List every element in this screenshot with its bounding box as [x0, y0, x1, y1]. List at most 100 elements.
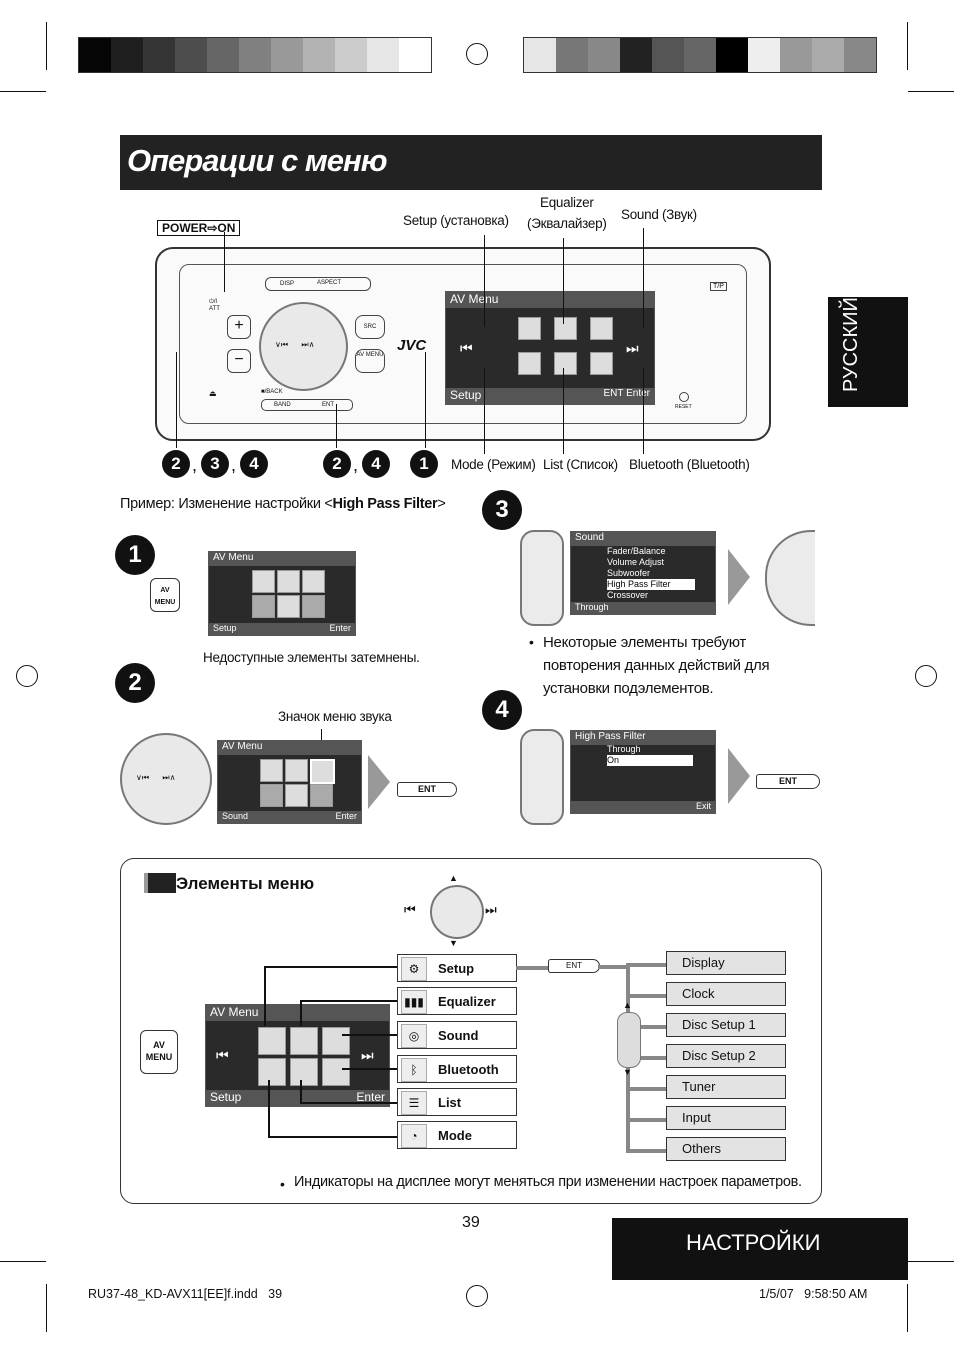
- connector: [626, 963, 668, 967]
- connector: [626, 1087, 668, 1091]
- av-menu-button[interactable]: AV MENU: [150, 578, 180, 612]
- example-prefix: Пример: Изменение настройки <: [120, 496, 333, 512]
- page-title: Операции с меню: [127, 143, 388, 178]
- ent-button[interactable]: ENT: [756, 774, 820, 789]
- reset-label: RESET: [675, 404, 692, 410]
- control-dial[interactable]: ∨⏮ ⏭∧: [120, 733, 212, 825]
- list-icon: [290, 1058, 318, 1086]
- minus-button[interactable]: −: [227, 349, 251, 373]
- menu-item-setup[interactable]: ⚙ Setup: [397, 954, 517, 982]
- menu-item-equalizer[interactable]: ▮▮▮Equalizer: [397, 987, 517, 1015]
- registration-mark-icon: [915, 665, 937, 687]
- att-button[interactable]: ⏻/I ATT: [209, 299, 220, 312]
- control-dial[interactable]: [430, 885, 484, 939]
- badge-separator: ,: [231, 455, 237, 475]
- step-3-item: Fader/Balance: [607, 546, 666, 556]
- crop-mark: [0, 91, 46, 92]
- eject-button[interactable]: ⏏: [209, 389, 217, 398]
- callout-setup: Setup (установка): [403, 213, 509, 228]
- mode-icon: [518, 352, 541, 375]
- setup-sub-label: Disc Setup 1: [682, 1017, 756, 1032]
- example-text: Пример: Изменение настройки <High Pass F…: [120, 496, 446, 512]
- device-screen-title: AV Menu: [446, 292, 654, 308]
- device-screen-footer-left: Setup: [450, 388, 482, 402]
- step-4-footer-right: Exit: [695, 801, 711, 811]
- av-menu-button[interactable]: AV MENU: [140, 1030, 178, 1074]
- connector: [626, 1149, 668, 1153]
- setup-sub-label: Clock: [682, 986, 715, 1001]
- setup-sub-others[interactable]: Others: [666, 1137, 786, 1161]
- step-2-screen-title: AV Menu: [218, 741, 361, 755]
- step-3-item-selected: High Pass Filter: [607, 579, 695, 590]
- step-1-screen-title: AV Menu: [209, 552, 355, 566]
- ent-button[interactable]: ENT: [397, 782, 457, 797]
- disp-button[interactable]: DISP: [265, 277, 371, 291]
- setup-sub-label: Disc Setup 2: [682, 1048, 756, 1063]
- plus-button[interactable]: +: [227, 315, 251, 339]
- reset-button[interactable]: [679, 392, 689, 402]
- band-ent-button[interactable]: BAND ENT: [261, 399, 353, 411]
- arrow-right-icon: [728, 549, 750, 605]
- color-bar-left: [78, 37, 432, 73]
- crop-mark: [907, 22, 908, 70]
- device-screen-footer: Setup ENT Enter: [446, 388, 654, 404]
- dial-partial-right[interactable]: [765, 530, 815, 626]
- step-4-screen-footer: Exit: [571, 801, 715, 813]
- control-dial[interactable]: ∨⏮ ⏭∧: [259, 302, 348, 391]
- dial-scroll-icon[interactable]: [617, 1012, 641, 1068]
- step-badge: 2: [162, 450, 190, 478]
- menu-item-list[interactable]: ☰List: [397, 1088, 517, 1116]
- setup-sub-display[interactable]: Display: [666, 951, 786, 975]
- aspect-button[interactable]: ASPECT: [317, 280, 342, 286]
- step-2-note: Значок меню звука: [278, 709, 392, 724]
- bluetooth-icon: [322, 1058, 350, 1086]
- step-4-item-selected: On: [607, 755, 693, 766]
- setup-icon: ⚙: [401, 957, 427, 981]
- connector: [342, 1034, 398, 1036]
- up-arrow-icon: ▲: [623, 1000, 632, 1010]
- bluetooth-icon: [590, 352, 613, 375]
- leader-line: [425, 352, 426, 448]
- setup-sub-disc-setup-2[interactable]: Disc Setup 2: [666, 1044, 786, 1068]
- menu-elements-panel: [120, 858, 822, 1204]
- step-3-item: Volume Adjust: [607, 557, 665, 567]
- leader-line: [563, 238, 564, 324]
- step-3-screen-title: Sound: [571, 532, 715, 546]
- setup-sub-tuner[interactable]: Tuner: [666, 1075, 786, 1099]
- step-2-screen: AV Menu Sound Enter: [217, 740, 362, 824]
- menu-item-mode[interactable]: ◔Mode: [397, 1121, 517, 1149]
- setup-sub-disc-setup-1[interactable]: Disc Setup 1: [666, 1013, 786, 1037]
- menu-item-label: Sound: [438, 1028, 479, 1043]
- callout-list: List (Список): [543, 457, 618, 472]
- leader-line: [484, 368, 485, 454]
- dial-partial-left[interactable]: [520, 530, 564, 626]
- callout-equalizer-line1: Equalizer: [540, 195, 594, 210]
- av-menu-button[interactable]: AV MENU: [355, 349, 385, 373]
- menu-item-label: Equalizer: [438, 994, 496, 1009]
- connector: [300, 1102, 398, 1104]
- mode-icon: [258, 1058, 286, 1086]
- leader-line: [563, 368, 564, 454]
- bluetooth-icon: [310, 784, 333, 807]
- crop-mark: [46, 1284, 47, 1332]
- src-button[interactable]: SRC: [355, 315, 385, 339]
- setup-sub-clock[interactable]: Clock: [666, 982, 786, 1006]
- connector: [264, 966, 398, 968]
- footer-date: 1/5/07 9:58:50 AM: [759, 1287, 868, 1301]
- step-3-bullet-text: Некоторые элементы требуют повторения да…: [543, 634, 770, 697]
- crop-mark: [908, 91, 954, 92]
- ent-button[interactable]: ENT: [548, 959, 600, 973]
- ent-label: ENT: [322, 402, 334, 408]
- menu-item-sound[interactable]: ◎Sound: [397, 1021, 517, 1049]
- dial-partial-left[interactable]: [520, 729, 564, 825]
- menu-item-label: Setup: [438, 961, 475, 976]
- setup-sub-input[interactable]: Input: [666, 1106, 786, 1130]
- next-icon: ⏭: [626, 340, 639, 356]
- callout-mode: Mode (Режим): [451, 457, 536, 472]
- brand-logo: JVC: [397, 337, 427, 354]
- footer-file: RU37-48_KD-AVX11[EE]f.indd 39: [88, 1287, 283, 1301]
- menu-item-label: List: [438, 1095, 462, 1110]
- down-arrow-icon: ▼: [623, 1067, 632, 1077]
- step-3-screen-footer: Through: [571, 602, 715, 614]
